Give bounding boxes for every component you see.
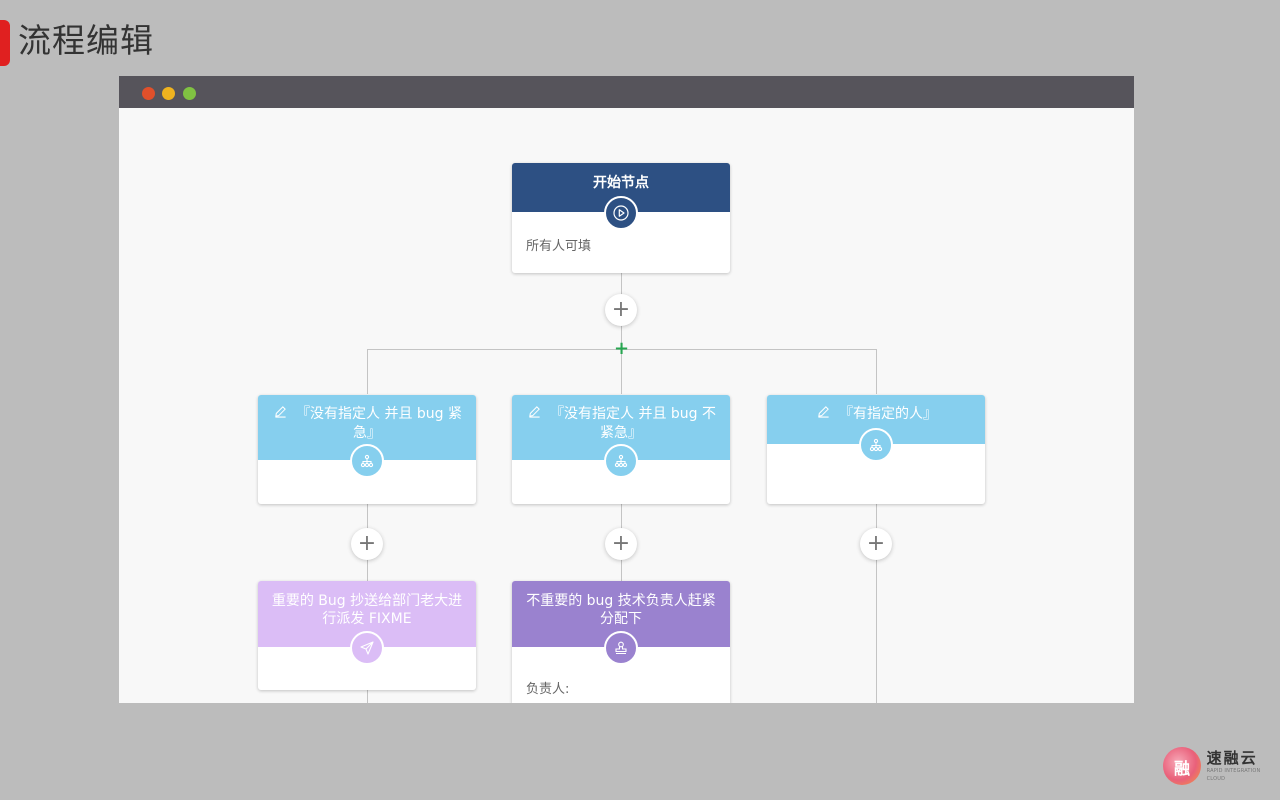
brand-logo: 融 速融云 RAPID INTEGRATION CLOUD [1163, 747, 1280, 785]
edit-icon[interactable] [526, 405, 542, 424]
approval-node-body: 负责人: [526, 682, 570, 697]
flow-canvas: 开始节点 所有人可填 + + 『没有指定人 并且 bug 紧急』 [119, 108, 1134, 703]
window-minimize-button[interactable] [162, 87, 175, 100]
connector-line [621, 349, 622, 394]
connector-line [367, 349, 368, 394]
condition-node-header: 『有指定的人』 [767, 395, 985, 462]
condition-node-title: 『有指定的人』 [839, 406, 937, 422]
connector-line [876, 349, 877, 394]
add-node-button[interactable]: + [860, 528, 892, 560]
branch-icon [859, 428, 893, 462]
branch-icon [350, 444, 384, 478]
send-icon [350, 631, 384, 665]
connector-line [876, 504, 877, 703]
condition-node-header: 『没有指定人 并且 bug 不紧急』 [512, 395, 730, 478]
branch-icon [604, 444, 638, 478]
brand-logo-icon: 融 [1163, 747, 1201, 785]
start-node[interactable]: 开始节点 所有人可填 [512, 163, 730, 273]
condition-node-title: 『没有指定人 并且 bug 紧急』 [296, 406, 462, 441]
connector-line [367, 690, 368, 703]
start-node-body: 所有人可填 [526, 239, 592, 254]
play-icon [604, 196, 638, 230]
approval-node-title: 不重要的 bug 技术负责人赶紧分配下 [526, 593, 716, 627]
add-branch-button[interactable]: + [614, 338, 630, 359]
window-close-button[interactable] [142, 87, 155, 100]
window-maximize-button[interactable] [183, 87, 196, 100]
start-node-title: 开始节点 [593, 175, 649, 191]
approval-node[interactable]: 不重要的 bug 技术负责人赶紧分配下 负责人: [512, 581, 730, 703]
brand-name: 速融云 [1206, 749, 1258, 767]
edit-icon[interactable] [272, 405, 288, 424]
slide-accent-bar [0, 20, 10, 66]
cc-node-title: 重要的 Bug 抄送给部门老大进行派发 FIXME [271, 593, 463, 627]
condition-node-title: 『没有指定人 并且 bug 不紧急』 [550, 406, 716, 441]
add-node-button[interactable]: + [605, 528, 637, 560]
add-node-button[interactable]: + [351, 528, 383, 560]
condition-node[interactable]: 『有指定的人』 [767, 395, 985, 504]
approval-node-header: 不重要的 bug 技术负责人赶紧分配下 [512, 581, 730, 665]
condition-node-header: 『没有指定人 并且 bug 紧急』 [258, 395, 476, 478]
cc-node[interactable]: 重要的 Bug 抄送给部门老大进行派发 FIXME [258, 581, 476, 690]
condition-node[interactable]: 『没有指定人 并且 bug 不紧急』 [512, 395, 730, 504]
stamp-icon [604, 631, 638, 665]
app-window: 开始节点 所有人可填 + + 『没有指定人 并且 bug 紧急』 [119, 76, 1134, 703]
add-node-button[interactable]: + [605, 294, 637, 326]
brand-tagline: RAPID INTEGRATION CLOUD [1206, 768, 1261, 782]
cc-node-header: 重要的 Bug 抄送给部门老大进行派发 FIXME [258, 581, 476, 665]
start-node-header: 开始节点 [512, 163, 730, 230]
edit-icon[interactable] [815, 405, 831, 424]
slide-title: 流程编辑 [18, 21, 154, 60]
condition-node[interactable]: 『没有指定人 并且 bug 紧急』 [258, 395, 476, 504]
window-titlebar [119, 76, 1134, 108]
